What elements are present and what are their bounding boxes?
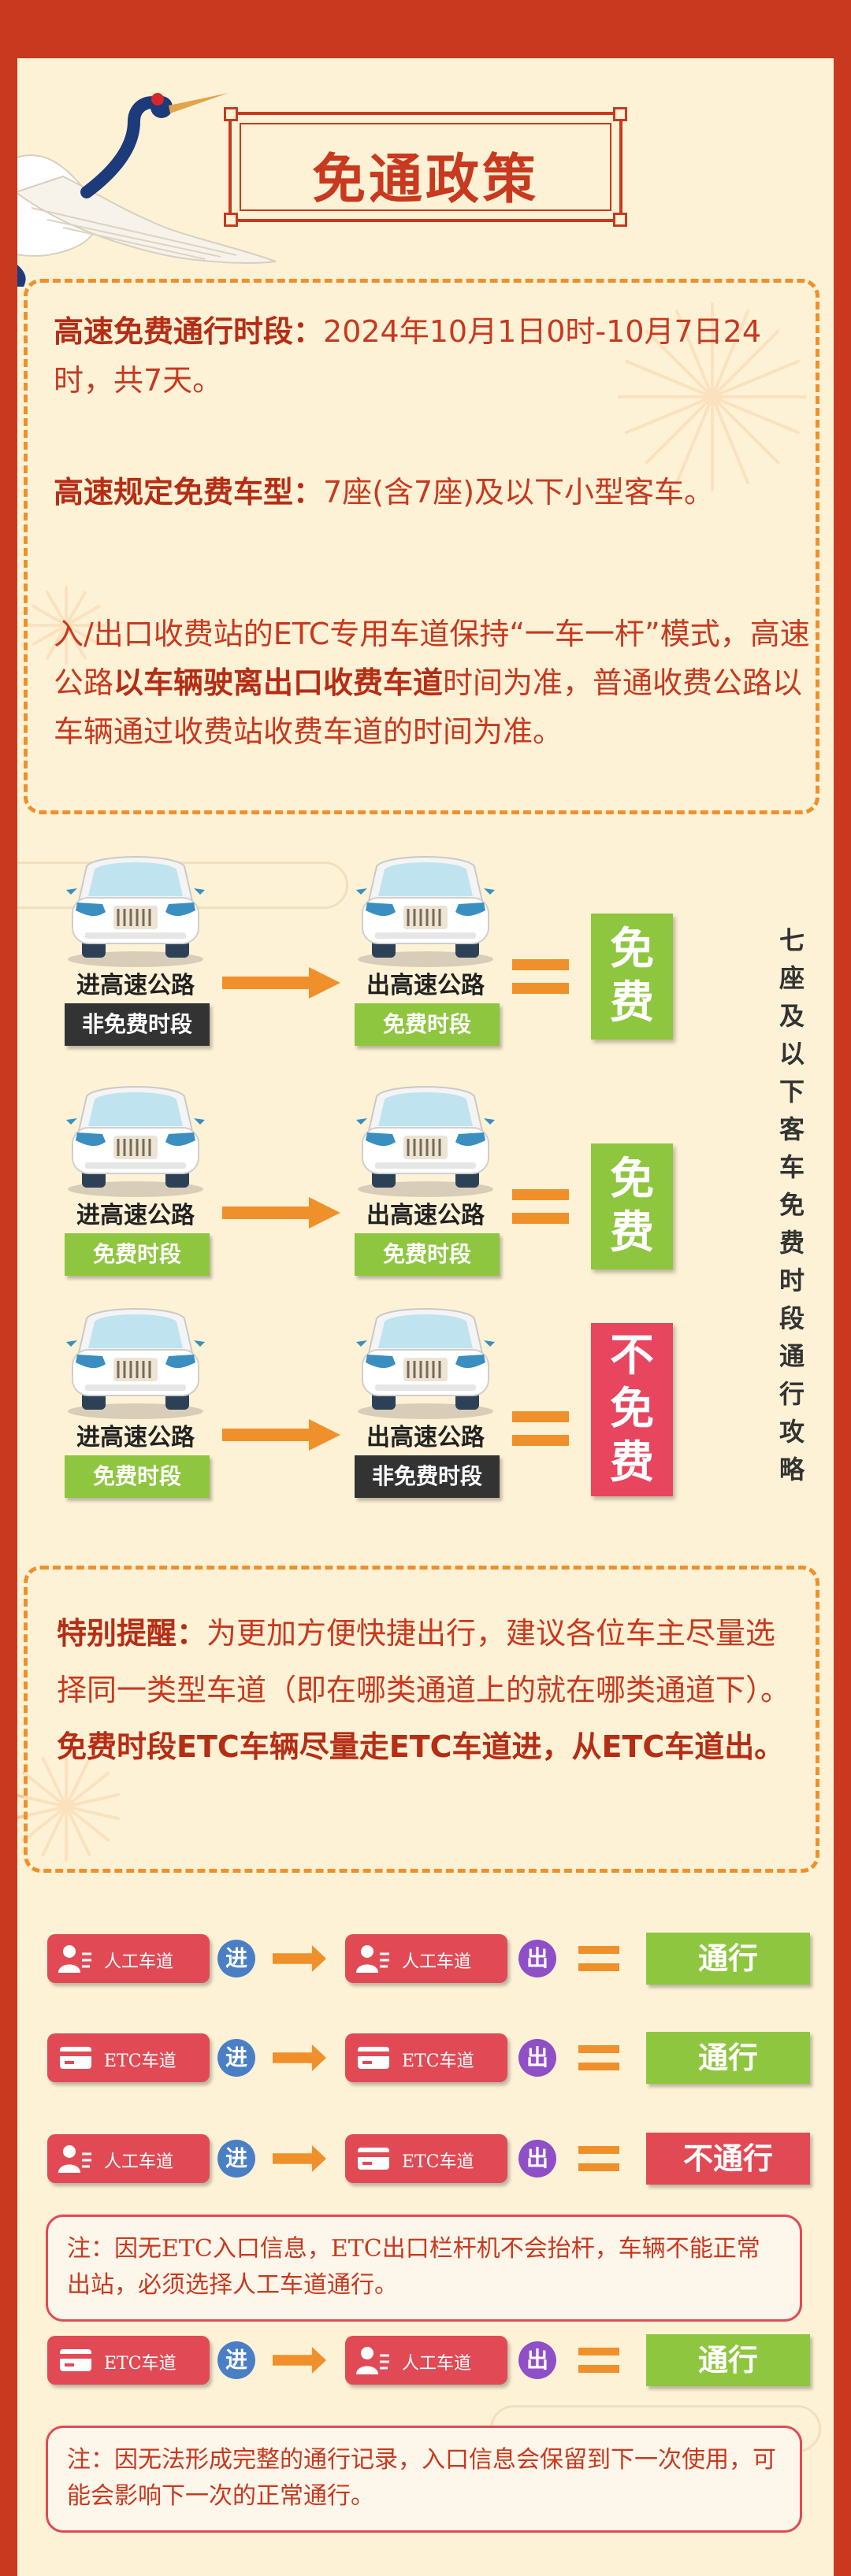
exit-period-tag: 免费时段 xyxy=(355,1233,500,1276)
entry-lane-badge: 人工车道 xyxy=(47,1934,210,1983)
exit-marker: 出 xyxy=(518,2341,556,2379)
exit-period-tag: 免费时段 xyxy=(355,1003,500,1046)
enter-marker: 进 xyxy=(217,1940,255,1977)
pass-result: 通行 xyxy=(646,2334,810,2386)
title-frame: 免通政策 xyxy=(224,107,627,227)
person-card-icon xyxy=(356,1943,391,1974)
arrow-icon xyxy=(222,1419,340,1451)
enter-marker: 进 xyxy=(217,2140,255,2178)
person-card-icon xyxy=(58,1943,93,1974)
result-badge: 免费 xyxy=(591,1143,673,1269)
etc-rule-part2: 时间为准，普通收费公路以车辆通过收费站收费车道的时间为准。 xyxy=(54,665,803,749)
note-1: 注：因无ETC入口信息，ETC出口栏杆机不会抬杆，车辆不能正常出站，必须选择人工… xyxy=(46,2215,802,2322)
entry-lane-label: ETC车道 xyxy=(104,2354,177,2374)
arrow-icon xyxy=(222,967,340,999)
etc-rule: 入/出口收费站的ETC专用车道保持“一车一杆”模式，高速公路以车辆驶离出口收费车… xyxy=(54,610,810,756)
exit-lane-badge: ETC车道 xyxy=(345,2033,507,2082)
enter-label: 进高速公路 xyxy=(76,1424,195,1451)
free-period-text: 2024年10月1日0时-10月7日24时，共7天。 xyxy=(54,314,762,398)
side-caption: 七座及以下客车免费时段通行攻略 xyxy=(779,925,805,1484)
equals-icon xyxy=(512,959,569,994)
enter-marker: 进 xyxy=(217,2039,255,2077)
exit-label: 出高速公路 xyxy=(366,972,485,999)
entry-lane-label: 人工车道 xyxy=(104,1952,174,1972)
reminder-text: 特别提醒：为更加方便快捷出行，建议各位车主尽量选择同一类型车道（即在哪类通道上的… xyxy=(57,1605,805,1775)
crane-illustration xyxy=(17,93,277,287)
equals-icon xyxy=(512,1411,569,1446)
result-badge: 不免费 xyxy=(591,1323,673,1496)
person-card-icon xyxy=(58,2143,93,2174)
pass-result: 不通行 xyxy=(646,2133,810,2185)
exit-marker: 出 xyxy=(518,2140,556,2178)
exit-marker: 出 xyxy=(518,1940,556,1977)
vehicle-type: 高速规定免费车型：7座(含7座)及以下小型客车。 xyxy=(54,468,802,517)
exit-period-tag: 非免费时段 xyxy=(355,1455,500,1498)
exit-lane-label: 人工车道 xyxy=(402,1952,472,1972)
car-illustration xyxy=(355,1079,496,1197)
exit-label: 出高速公路 xyxy=(366,1424,485,1451)
entry-lane-badge: 人工车道 xyxy=(47,2134,210,2183)
exit-lane-label: ETC车道 xyxy=(402,2152,474,2172)
exit-lane-label: 人工车道 xyxy=(402,2354,472,2374)
reminder-label: 特别提醒： xyxy=(57,1616,207,1651)
note-2: 注：因无法形成完整的通行记录，入口信息会保留到下一次使用，可能会影响下一次的正常… xyxy=(46,2426,802,2533)
equals-icon xyxy=(578,2348,619,2373)
pass-result: 通行 xyxy=(646,2032,810,2084)
reminder-bold: 免费时段ETC车辆尽量走ETC车道进，从ETC车道出。 xyxy=(57,1729,785,1764)
entry-lane-badge: ETC车道 xyxy=(47,2033,210,2082)
etc-rule-part1: 入/出口收费站的ETC专用车道保持“一车一杆”模式，高速公路 xyxy=(54,617,810,700)
free-period: 高速免费通行时段：2024年10月1日0时-10月7日24时，共7天。 xyxy=(54,307,802,405)
car-illustration xyxy=(65,1301,206,1419)
car-illustration xyxy=(355,849,496,967)
card-icon xyxy=(58,2344,93,2376)
arrow-icon xyxy=(273,1945,326,1972)
equals-icon xyxy=(512,1189,569,1224)
arrow-icon xyxy=(273,2347,326,2374)
page-title: 免通政策 xyxy=(311,149,539,211)
pass-result: 通行 xyxy=(646,1933,810,1985)
vehicle-type-label: 高速规定免费车型： xyxy=(54,475,324,510)
enter-marker: 进 xyxy=(217,2341,255,2379)
result-badge: 免费 xyxy=(591,914,673,1040)
exit-lane-badge: 人工车道 xyxy=(345,1934,507,1983)
enter-label: 进高速公路 xyxy=(76,1202,195,1229)
card-icon xyxy=(356,2143,391,2174)
entry-lane-label: 人工车道 xyxy=(104,2152,174,2172)
entry-lane-badge: ETC车道 xyxy=(47,2336,210,2385)
exit-lane-badge: 人工车道 xyxy=(345,2336,507,2385)
exit-marker: 出 xyxy=(518,2039,556,2077)
card-icon xyxy=(58,2042,93,2074)
equals-icon xyxy=(578,2045,619,2070)
enter-period-tag: 非免费时段 xyxy=(65,1003,210,1046)
policy-box xyxy=(24,279,819,814)
etc-rule-bold: 以车辆驶离出口收费车道 xyxy=(113,665,444,700)
enter-label: 进高速公路 xyxy=(76,972,195,999)
car-illustration xyxy=(65,849,206,967)
reminder-body: 为更加方便快捷出行，建议各位车主尽量选择同一类型车道（即在哪类通道上的就在哪类通… xyxy=(57,1616,791,1707)
enter-period-tag: 免费时段 xyxy=(65,1233,210,1276)
equals-icon xyxy=(578,1946,619,1971)
person-card-icon xyxy=(356,2344,391,2376)
card-icon xyxy=(356,2042,391,2074)
arrow-icon xyxy=(273,2145,326,2172)
entry-lane-label: ETC车道 xyxy=(104,2052,177,2071)
poster: 免通政策 高速免费通行时段：2024年10月1日0时-10月7日24时，共7天。… xyxy=(17,58,834,2576)
car-illustration xyxy=(65,1079,206,1197)
arrow-icon xyxy=(222,1197,340,1229)
reminder-box xyxy=(24,1566,819,1873)
free-period-label: 高速免费通行时段： xyxy=(54,314,324,349)
arrow-icon xyxy=(273,2044,326,2071)
exit-lane-label: ETC车道 xyxy=(402,2052,474,2071)
exit-lane-badge: ETC车道 xyxy=(345,2134,507,2183)
equals-icon xyxy=(578,2146,619,2171)
exit-label: 出高速公路 xyxy=(366,1202,485,1229)
enter-period-tag: 免费时段 xyxy=(65,1455,210,1498)
vehicle-type-text: 7座(含7座)及以下小型客车。 xyxy=(323,475,715,510)
car-illustration xyxy=(355,1301,496,1419)
